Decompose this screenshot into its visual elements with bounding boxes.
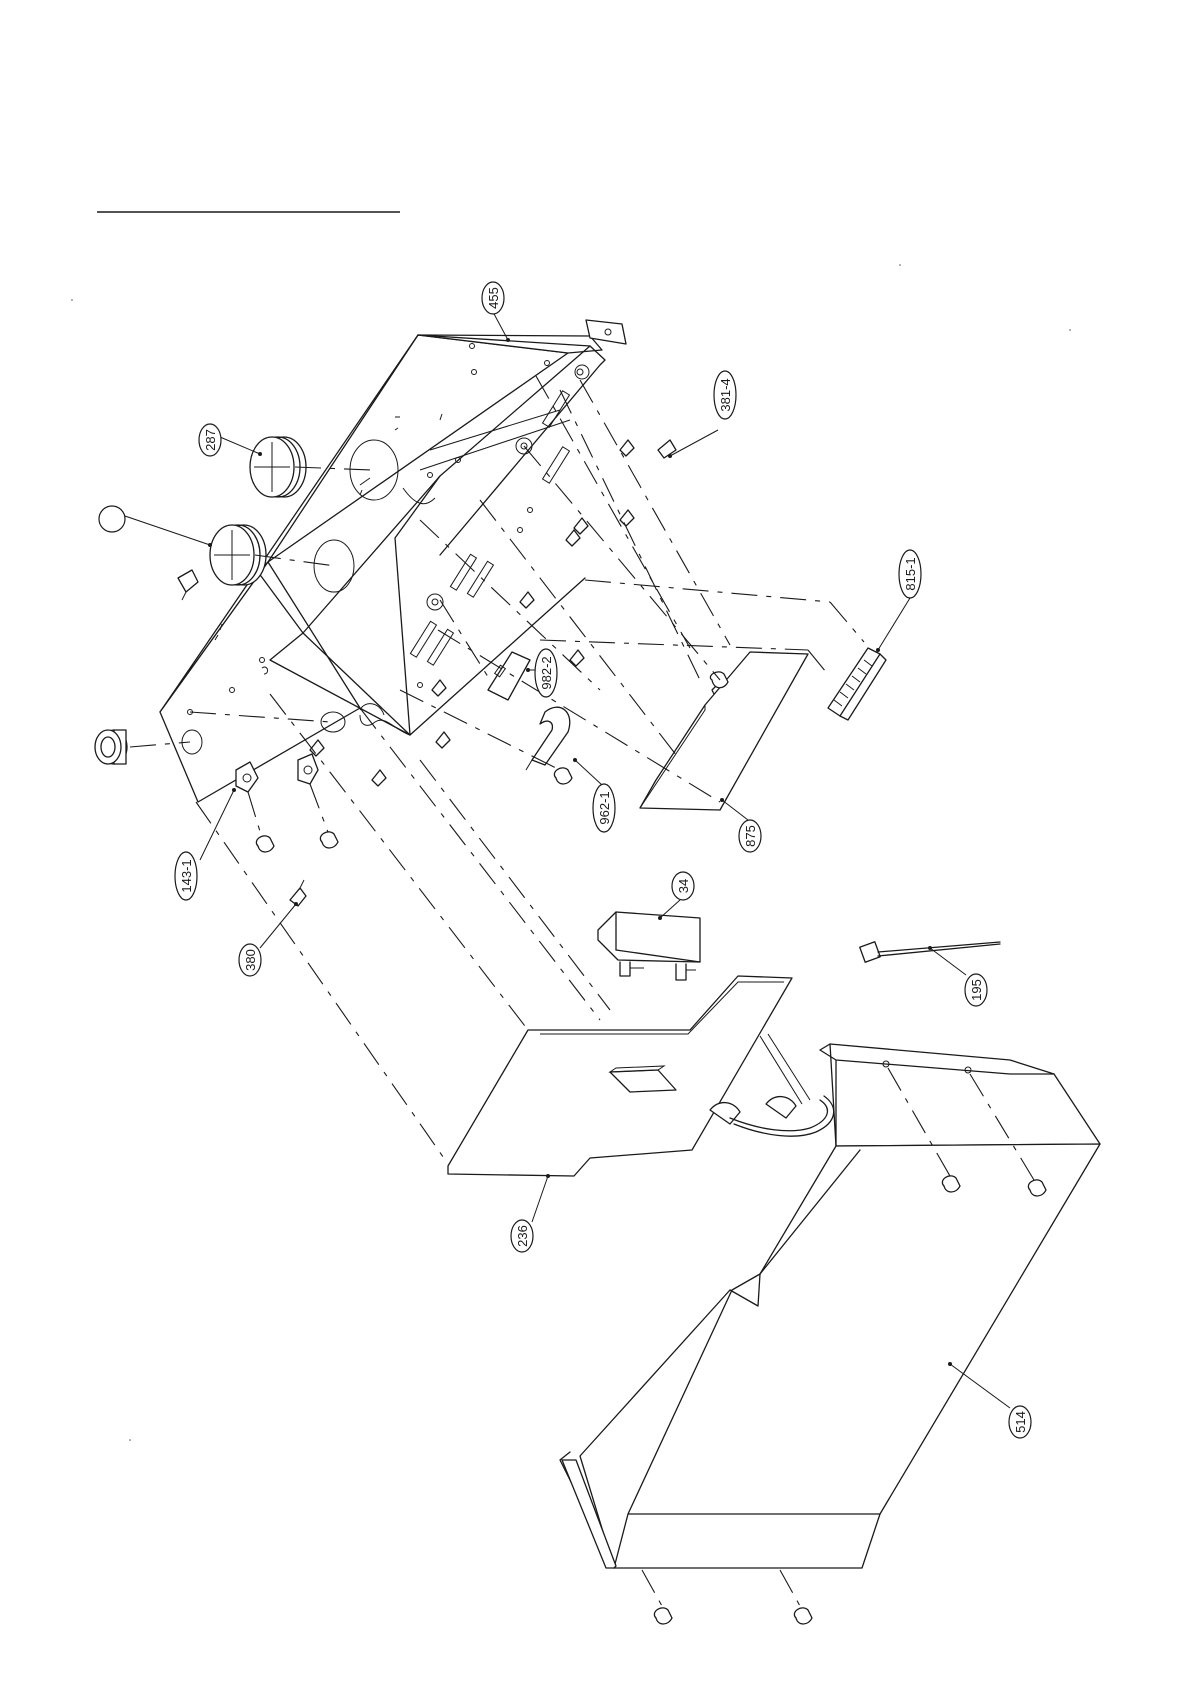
callout-236: 236 xyxy=(511,1220,533,1252)
callout-381-4: 381-4 xyxy=(714,371,736,419)
callout-982-2: 982-2 xyxy=(535,649,557,697)
callout-label-875: 875 xyxy=(743,825,758,847)
callout-label-815-1: 815-1 xyxy=(903,557,918,590)
callout-143-1: 143-1 xyxy=(175,852,197,900)
callout-815-1: 815-1 xyxy=(899,550,921,598)
callout-label-982-2: 982-2 xyxy=(539,656,554,689)
callout-514: 514 xyxy=(1009,1406,1031,1438)
capacitor-34 xyxy=(598,912,700,980)
screw-962-1 xyxy=(554,768,572,784)
callout-962-1: 962-1 xyxy=(593,784,615,832)
callout-blank xyxy=(99,506,125,532)
callout-label-236: 236 xyxy=(515,1225,530,1247)
cable-tie-195 xyxy=(860,942,1000,963)
snap-clip xyxy=(178,570,198,600)
callout-label-455: 455 xyxy=(486,287,501,309)
callout-label-381-4: 381-4 xyxy=(718,378,733,411)
callout-875: 875 xyxy=(739,820,761,852)
pcb-875 xyxy=(640,652,808,810)
spring-clip-380 xyxy=(290,880,306,906)
callout-label-380: 380 xyxy=(243,949,258,971)
callout-label-514: 514 xyxy=(1013,1411,1028,1433)
callout-195: 195 xyxy=(965,974,987,1006)
callout-label-143-1: 143-1 xyxy=(179,859,194,892)
chassis-clips xyxy=(310,440,724,786)
screws-bracket xyxy=(256,832,338,852)
bushing xyxy=(95,730,127,764)
terminal-block-815-1 xyxy=(828,648,886,720)
callout-label-34: 34 xyxy=(676,879,691,893)
callout-label-962-1: 962-1 xyxy=(597,791,612,824)
insulator-sheet-236 xyxy=(448,976,792,1176)
callout-455: 455 xyxy=(482,282,504,314)
callout-label-195: 195 xyxy=(969,979,984,1001)
callout-label-287: 287 xyxy=(203,429,218,451)
callout-380: 380 xyxy=(239,944,261,976)
callout-34: 34 xyxy=(672,872,694,900)
callout-287: 287 xyxy=(199,424,221,456)
